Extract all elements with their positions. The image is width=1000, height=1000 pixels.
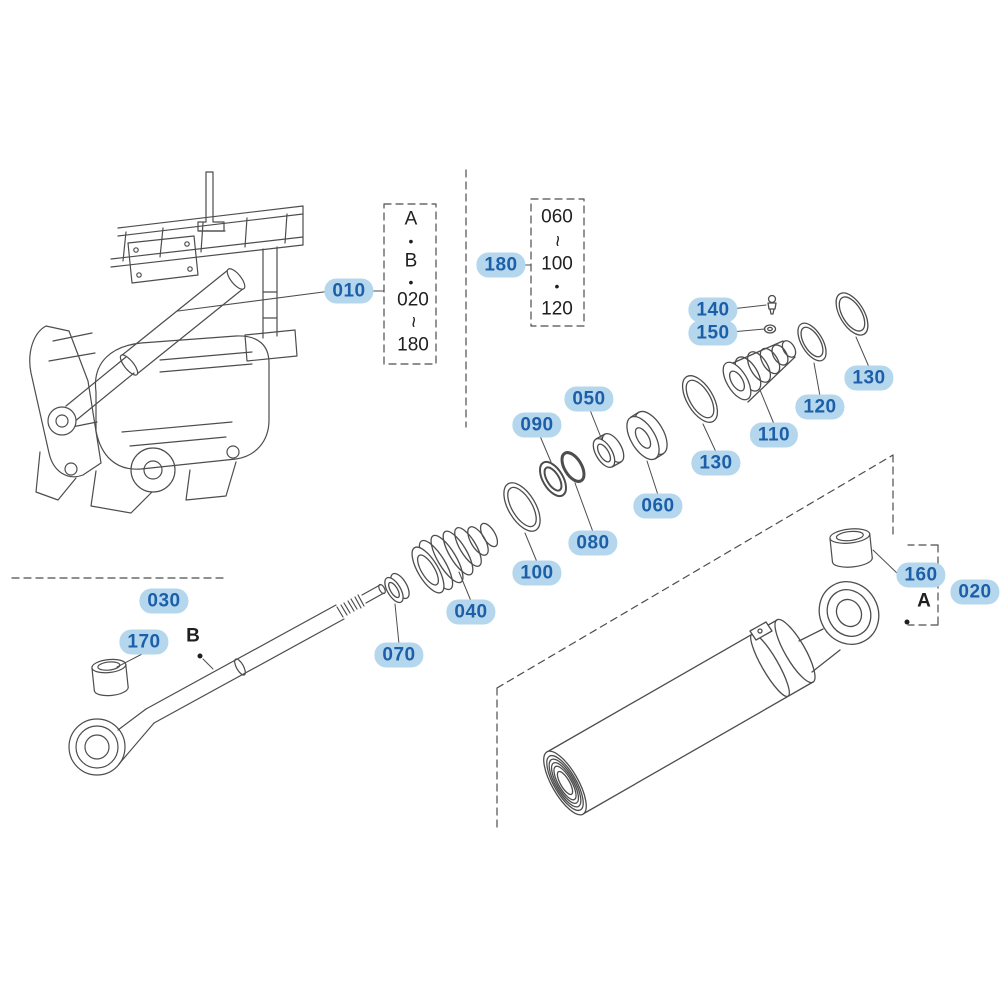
ref-box-main-tilde: ~ xyxy=(402,316,424,328)
cylinder-010-art xyxy=(47,268,246,436)
seal-kit-art xyxy=(384,292,869,604)
callout-180[interactable]: 180 xyxy=(476,252,526,278)
ref-box-sub-range-start: 060 xyxy=(541,206,573,228)
piston-rod-assembly-art xyxy=(68,583,386,776)
point-dots xyxy=(197,619,910,659)
ref-box-main-range-end: 180 xyxy=(397,334,429,356)
point-marker-b: B xyxy=(186,625,200,647)
bushing-160-art xyxy=(829,528,873,568)
callout-130-right[interactable]: 130 xyxy=(844,365,894,391)
boundary-dashes xyxy=(11,169,939,831)
callout-140[interactable]: 140 xyxy=(688,297,738,323)
callout-120[interactable]: 120 xyxy=(795,394,845,420)
ref-box-sub-extra: 120 xyxy=(541,298,573,320)
cylinder-020-art xyxy=(543,581,880,816)
callout-030[interactable]: 030 xyxy=(139,588,189,614)
ref-box-main-line-b: B xyxy=(404,250,418,272)
ref-box-main-bullet-2: • xyxy=(408,274,414,290)
tractor-frame-art xyxy=(29,171,304,514)
callout-020[interactable]: 020 xyxy=(950,579,1000,605)
ref-box-sub-bullet: • xyxy=(554,278,560,294)
callout-080[interactable]: 080 xyxy=(568,530,618,556)
callout-040[interactable]: 040 xyxy=(446,599,496,625)
ref-box-sub-range-end: 100 xyxy=(541,253,573,275)
callout-070[interactable]: 070 xyxy=(374,642,424,668)
ref-box-main-line-a: A xyxy=(404,208,418,230)
leader-lines xyxy=(116,264,900,670)
callout-160[interactable]: 160 xyxy=(896,562,946,588)
ref-box-sub-tilde: ~ xyxy=(546,235,568,247)
boot-110-art xyxy=(722,340,797,403)
callout-110[interactable]: 110 xyxy=(749,422,799,448)
callout-050[interactable]: 050 xyxy=(564,386,614,412)
callout-150[interactable]: 150 xyxy=(688,320,738,346)
ref-box-main-bullet-1: • xyxy=(408,233,414,249)
callout-130-left[interactable]: 130 xyxy=(691,450,741,476)
callout-170[interactable]: 170 xyxy=(119,629,169,655)
callout-090[interactable]: 090 xyxy=(512,412,562,438)
callout-060[interactable]: 060 xyxy=(633,493,683,519)
callout-010[interactable]: 010 xyxy=(324,278,374,304)
point-marker-a: A xyxy=(917,590,931,612)
ref-box-main-range-start: 020 xyxy=(397,289,429,311)
callout-100[interactable]: 100 xyxy=(512,560,562,586)
boot-040-art xyxy=(411,522,499,594)
